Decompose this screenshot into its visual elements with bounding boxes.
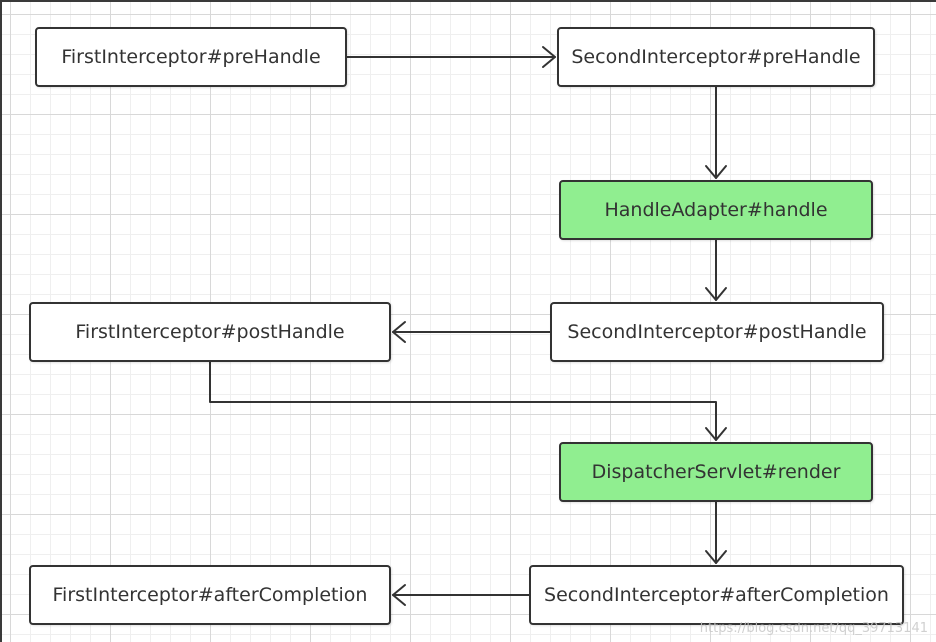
node-label: DispatcherServlet#render (591, 461, 841, 483)
node-second-interceptor-prehandle[interactable]: SecondInterceptor#preHandle (557, 27, 875, 87)
node-label: SecondInterceptor#afterCompletion (544, 584, 889, 606)
arrowhead-second-post (705, 287, 727, 301)
arrowhead-second-after (705, 550, 727, 564)
node-second-interceptor-posthandle[interactable]: SecondInterceptor#postHandle (550, 302, 884, 362)
node-handle-adapter-handle[interactable]: HandleAdapter#handle (559, 180, 873, 240)
node-first-interceptor-aftercompletion[interactable]: FirstInterceptor#afterCompletion (29, 565, 391, 625)
node-label: SecondInterceptor#preHandle (571, 46, 861, 68)
node-first-interceptor-posthandle[interactable]: FirstInterceptor#postHandle (29, 302, 391, 362)
arrowhead-first-post (392, 321, 406, 343)
watermark-text: https://blog.csdn.net/qq_39713141 (699, 621, 928, 636)
node-dispatcher-servlet-render[interactable]: DispatcherServlet#render (559, 442, 873, 502)
node-second-interceptor-aftercompletion[interactable]: SecondInterceptor#afterCompletion (529, 565, 904, 625)
arrowhead-first-after (392, 584, 406, 606)
node-label: FirstInterceptor#preHandle (61, 46, 321, 68)
node-first-interceptor-prehandle[interactable]: FirstInterceptor#preHandle (35, 27, 347, 87)
node-label: FirstInterceptor#postHandle (75, 321, 345, 343)
arrowhead-handle-adapter (705, 165, 727, 179)
edge-first-post-to-dispatcher-render (209, 361, 717, 441)
node-label: HandleAdapter#handle (604, 199, 828, 221)
arrowhead-dispatcher-render (705, 427, 727, 441)
node-label: FirstInterceptor#afterCompletion (52, 584, 368, 606)
node-label: SecondInterceptor#postHandle (567, 321, 867, 343)
arrowhead-second-pre (542, 46, 556, 68)
